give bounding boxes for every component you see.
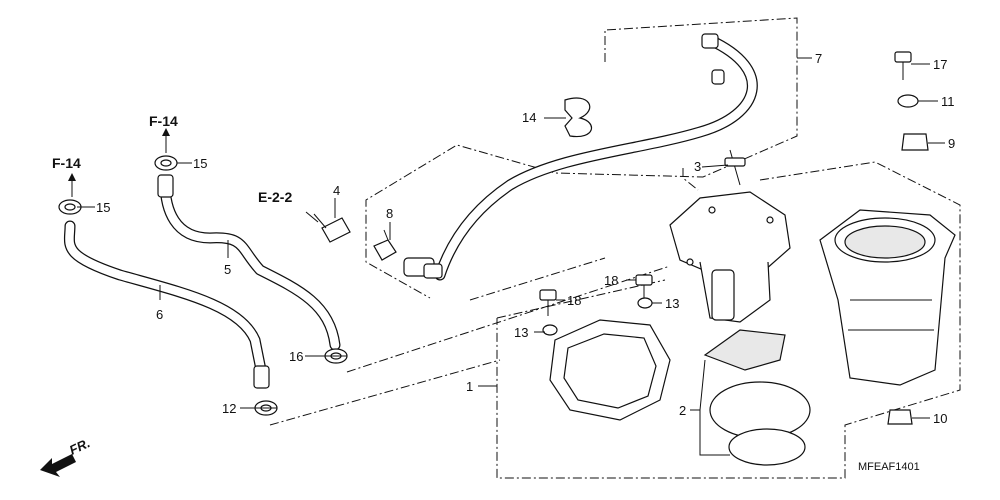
front-direction-arrow: FR.: [40, 435, 92, 477]
hose-6-end-cap: [253, 365, 270, 389]
fuel-pump-assembly-outline: [496, 161, 961, 479]
assembly-outlines: [269, 17, 961, 479]
callout-7: 7: [815, 51, 822, 66]
callout-13: 13: [665, 296, 679, 311]
callout-3: 3: [694, 159, 701, 174]
fuel-pump-assembly-top: [496, 279, 666, 319]
fuel-line-group-outline: [365, 17, 798, 299]
callout-17: 17: [933, 57, 947, 72]
callout-1: 1: [466, 379, 473, 394]
callout-14: 14: [522, 110, 536, 125]
o-ring-small: [728, 428, 806, 466]
arrow-up-icon: [68, 173, 76, 181]
collar-11: [897, 94, 919, 108]
pump-set-plate: [549, 319, 671, 421]
clamp-15-upper: [154, 155, 178, 171]
washer-13-left: [542, 324, 558, 336]
grommet-10: [887, 409, 913, 425]
fuel-filter-case: [819, 209, 956, 386]
hose-5: [157, 174, 341, 351]
quick-connector: [403, 257, 443, 279]
arrow-up-icon: [162, 128, 170, 136]
callout-8: 8: [386, 206, 393, 221]
front-label: FR.: [67, 435, 92, 457]
grommet-9: [901, 133, 929, 151]
filter-screen: [703, 329, 786, 371]
reference-e22: E-2-2: [258, 189, 292, 205]
callout-18: 18: [567, 293, 581, 308]
pump-group-tab: [682, 168, 699, 191]
hose-clip-14: [564, 97, 592, 138]
hose-5-end-cap: [157, 174, 174, 198]
clip-8: [373, 229, 397, 261]
callout-6: 6: [156, 307, 163, 322]
fuel-pump-unit: [669, 191, 791, 323]
fuel-line-group-bottom: [469, 257, 606, 301]
lower-group-line-b: [269, 359, 501, 426]
fuel-feed-hose-7: [434, 34, 758, 281]
bolt-17: [894, 51, 912, 80]
callout-18: 18: [604, 273, 618, 288]
callout-5: 5: [224, 262, 231, 277]
callout-15: 15: [193, 156, 207, 171]
callout-12: 12: [222, 401, 236, 416]
drawing-code: MFEAF1401: [858, 461, 920, 473]
front-arrow-icon: [40, 454, 76, 477]
washer-13-right: [637, 297, 653, 309]
joint-4: [313, 213, 351, 243]
callout-10: 10: [933, 411, 947, 426]
bolt-18-left: [539, 289, 557, 316]
leader-lines: [71, 57, 945, 456]
screw-3: [724, 149, 746, 186]
callout-15: 15: [96, 200, 110, 215]
callout-16: 16: [289, 349, 303, 364]
lower-group-line-a: [346, 265, 671, 373]
reference-f14-left: F-14: [52, 155, 81, 171]
callout-9: 9: [948, 136, 955, 151]
reference-f14-top: F-14: [149, 113, 178, 129]
o-rings-2: [709, 381, 811, 466]
hose-6: [63, 220, 270, 389]
callout-11: 11: [941, 94, 955, 109]
callout-2: 2: [679, 403, 686, 418]
callout-4: 4: [333, 183, 340, 198]
callout-13: 13: [514, 325, 528, 340]
hose-upper-connector: [701, 33, 725, 85]
